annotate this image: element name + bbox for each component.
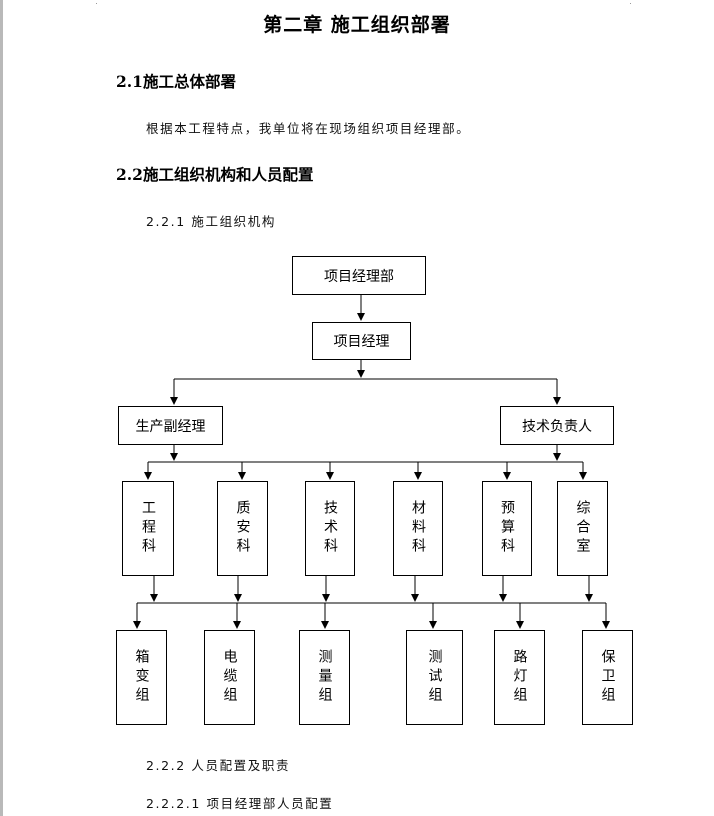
department-label: 技术科 xyxy=(322,500,338,557)
crop-mark-left xyxy=(96,3,97,4)
chapter-title: 第二章 施工组织部署 xyxy=(263,14,451,36)
team-label: 测试组 xyxy=(426,649,443,706)
department-label: 质安科 xyxy=(234,500,251,557)
org-box-department: 材料科 xyxy=(393,481,443,576)
page-left-edge xyxy=(0,0,3,816)
team-label: 电缆组 xyxy=(221,649,238,706)
team-label: 路灯组 xyxy=(511,649,528,706)
team-label: 测量组 xyxy=(316,649,333,706)
paragraph-deployment: 根据本工程特点，我单位将在现场组织项目经理部。 xyxy=(146,121,471,136)
team-label: 保卫组 xyxy=(599,649,616,706)
org-box-team: 电缆组 xyxy=(204,630,255,725)
org-box-team: 测量组 xyxy=(299,630,350,725)
org-box-department: 质安科 xyxy=(217,481,268,576)
section-heading-2-2: 2.2施工组织机构和人员配置 xyxy=(116,165,314,184)
subheading-2-2-2-1: 2.2.2.1 项目经理部人员配置 xyxy=(146,796,334,811)
org-box-team: 路灯组 xyxy=(494,630,545,725)
org-box-team: 测试组 xyxy=(406,630,463,725)
subheading-2-2-2: 2.2.2 人员配置及职责 xyxy=(146,758,291,773)
org-box-production-deputy: 生产副经理 xyxy=(118,406,223,445)
org-box-project-manager: 项目经理 xyxy=(312,322,411,360)
crop-mark-right xyxy=(630,3,631,4)
department-label: 综合室 xyxy=(574,500,591,557)
department-label: 材料科 xyxy=(410,500,426,557)
org-box-department: 技术科 xyxy=(305,481,355,576)
section-heading-2-1: 2.1施工总体部署 xyxy=(116,72,236,91)
org-box-project-department: 项目经理部 xyxy=(292,256,426,295)
department-label: 工程科 xyxy=(140,500,156,557)
subheading-2-2-1: 2.2.1 施工组织机构 xyxy=(146,214,276,229)
org-box-team: 保卫组 xyxy=(582,630,633,725)
org-box-department: 预算科 xyxy=(482,481,532,576)
department-label: 预算科 xyxy=(499,500,515,557)
org-box-team: 箱变组 xyxy=(116,630,167,725)
org-box-technical-lead: 技术负责人 xyxy=(500,406,614,445)
team-label: 箱变组 xyxy=(133,649,150,706)
org-box-department: 综合室 xyxy=(557,481,608,576)
org-box-department: 工程科 xyxy=(122,481,174,576)
